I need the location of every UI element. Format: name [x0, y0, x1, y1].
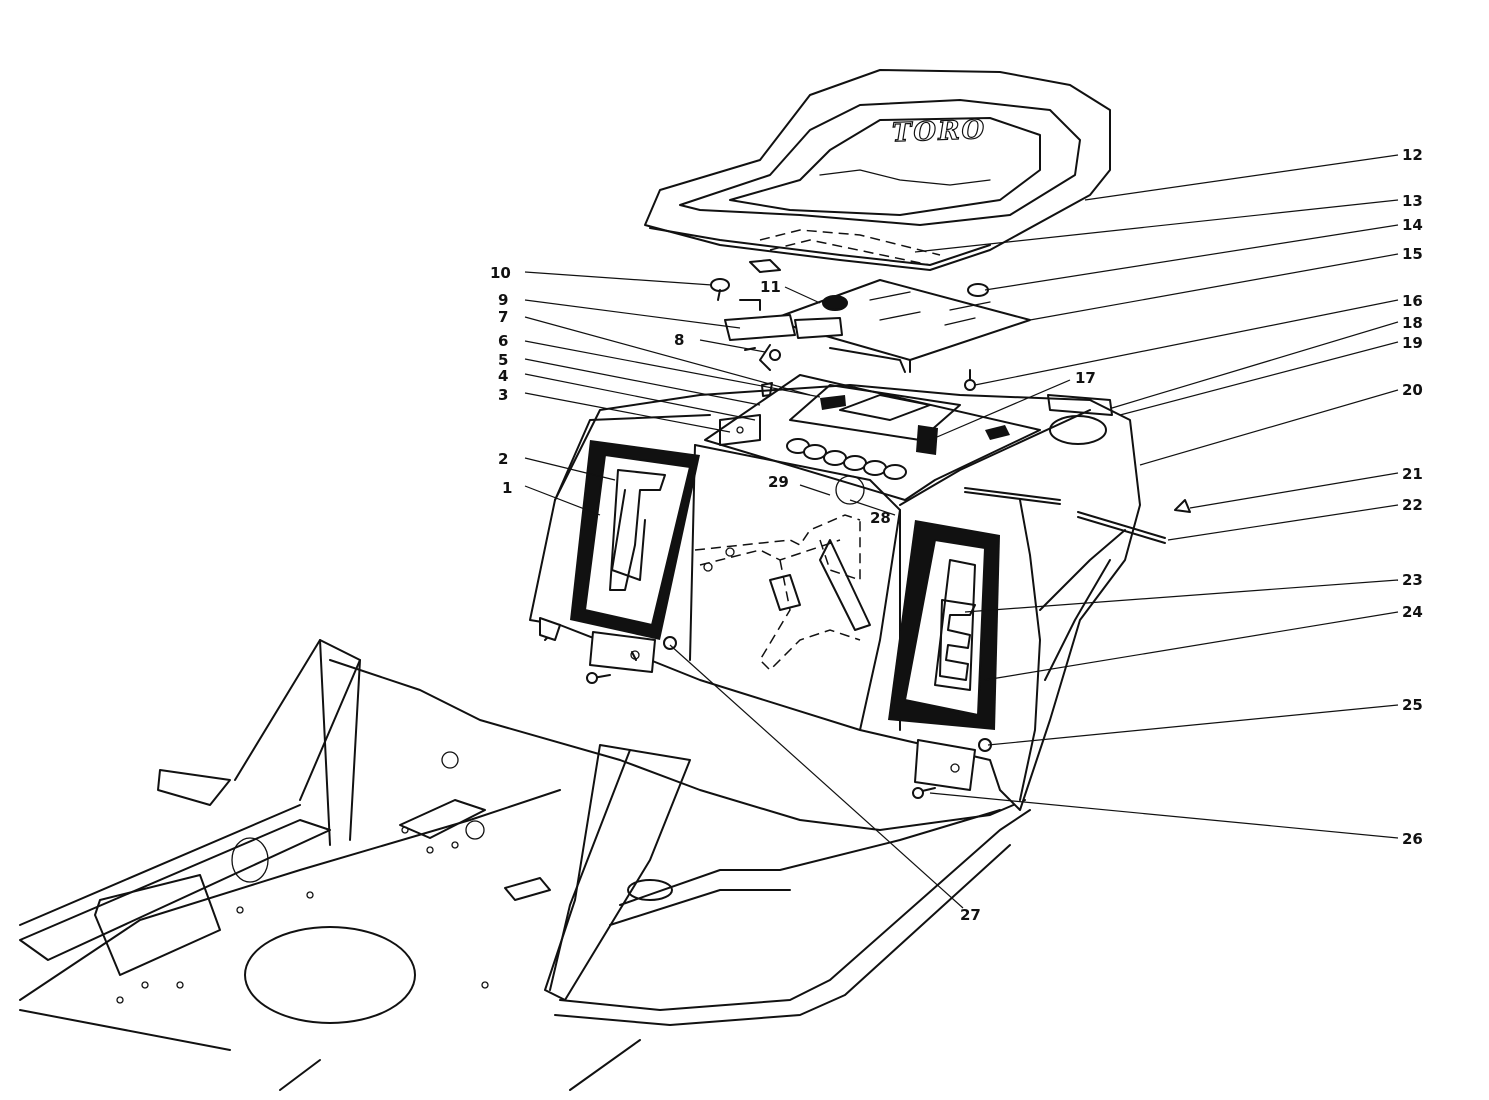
- callout-3: 3: [498, 386, 508, 404]
- frame-footrest: [19, 639, 1031, 1091]
- relay-row: [719, 382, 1010, 480]
- left-shift-decal: [570, 440, 700, 640]
- callout-27: 27: [960, 906, 981, 924]
- seat-brand-logo: TORO: [892, 115, 987, 148]
- callout-19: 19: [1402, 334, 1423, 352]
- bolts: [586, 636, 992, 799]
- callout-5: 5: [498, 351, 508, 369]
- callout-7: 7: [498, 308, 508, 326]
- seat-switch: [710, 278, 843, 371]
- callout-29: 29: [768, 473, 789, 491]
- callout-12: 12: [1402, 146, 1423, 164]
- callout-11: 11: [760, 278, 781, 296]
- trim-strips: [964, 487, 1191, 544]
- callout-17: 17: [1075, 369, 1096, 387]
- callout-4: 4: [498, 367, 508, 385]
- leader-lines: [524, 154, 1399, 909]
- callout-22: 22: [1402, 496, 1423, 514]
- callout-28: 28: [870, 509, 891, 527]
- callout-9: 9: [498, 291, 508, 309]
- callout-20: 20: [1402, 381, 1423, 399]
- callout-21: 21: [1402, 465, 1423, 483]
- callout-2: 2: [498, 450, 508, 468]
- callout-26: 26: [1402, 830, 1423, 848]
- callout-8: 8: [674, 331, 684, 349]
- callout-10: 10: [490, 264, 511, 282]
- callout-18: 18: [1402, 314, 1423, 332]
- callout-14: 14: [1402, 216, 1423, 234]
- callout-24: 24: [1402, 603, 1423, 621]
- callout-25: 25: [1402, 696, 1423, 714]
- callout-6: 6: [498, 332, 508, 350]
- seat: TORO: [644, 69, 1111, 273]
- seat-plate: [769, 279, 1031, 391]
- right-shift-decal: [888, 520, 1000, 730]
- mounting-brackets: [539, 617, 976, 791]
- callout-13: 13: [1402, 192, 1423, 210]
- callout-16: 16: [1402, 292, 1423, 310]
- callouts: 1 2 3 4 5 6 7 8 9 10 11 12 13 14 15 16 1…: [490, 146, 1423, 924]
- callout-1: 1: [502, 479, 512, 497]
- callout-15: 15: [1402, 245, 1423, 263]
- hidden-frame: [694, 475, 871, 672]
- callout-23: 23: [1402, 571, 1423, 589]
